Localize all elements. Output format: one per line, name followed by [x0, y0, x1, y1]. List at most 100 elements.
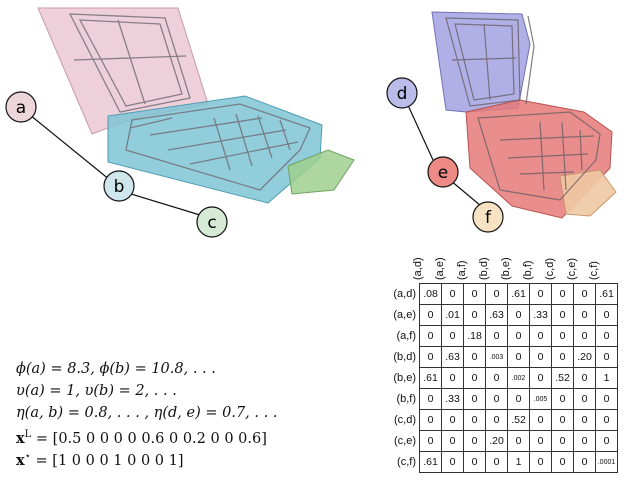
matrix-cell: 0	[485, 325, 508, 347]
equation-phi-text: ϕ(a) = 8.3, ϕ(b) = 10.8, . . .	[16, 361, 216, 377]
matrix-cell: 0	[463, 430, 486, 452]
node-d: d	[386, 77, 418, 109]
matrix-cell: 0	[595, 388, 618, 410]
row-header: (b,d)	[393, 351, 416, 363]
matrix-cell: 0	[595, 346, 618, 368]
matrix-cell: .003	[485, 346, 508, 368]
node-label-b: b	[114, 177, 125, 197]
equation-phi: ϕ(a) = 8.3, ϕ(b) = 10.8, . . .	[16, 358, 277, 380]
matrix-cell: .20	[485, 430, 508, 452]
matrix-cell: .61	[419, 451, 442, 473]
matrix-cell: 0	[507, 388, 530, 410]
matrix-cell: 0	[551, 325, 574, 347]
matrix-cell: 0	[463, 304, 486, 326]
matrix-cell: 0	[441, 430, 464, 452]
matrix-cell: 0	[463, 346, 486, 368]
matrix-cell: 0	[441, 451, 464, 473]
matrix-cell: 0	[573, 409, 596, 431]
matrix-cell: 0	[419, 346, 442, 368]
matrix-cell: .18	[463, 325, 486, 347]
matrix-cell: 0	[463, 388, 486, 410]
matrix-cell: 0	[573, 325, 596, 347]
matrix-cell: .33	[441, 388, 464, 410]
equation-xl-text: = [0.5 0 0 0 0 0.6 0 0.2 0 0 0.6]	[35, 430, 267, 447]
column-header: (c,f)	[588, 261, 600, 280]
matrix-cell: 0	[529, 409, 552, 431]
card-part-f	[559, 169, 617, 217]
node-label-d: d	[397, 84, 408, 104]
matrix-cell: .63	[441, 346, 464, 368]
row-header: (c,d)	[394, 414, 416, 426]
lid-part-d	[431, 11, 531, 113]
node-b: b	[103, 170, 135, 202]
matrix-cell: 0	[551, 304, 574, 326]
matrix-cell: 0	[551, 388, 574, 410]
matrix-cell: 0	[485, 283, 508, 305]
matrix-cell: 0	[463, 409, 486, 431]
matrix-cell: 0	[441, 367, 464, 389]
matrix-cell: 0	[573, 367, 596, 389]
equations: ϕ(a) = 8.3, ϕ(b) = 10.8, . . . υ(a) = 1,…	[16, 358, 277, 469]
matrix-cell: .0001	[595, 451, 618, 473]
matrix-cell: 0	[507, 430, 530, 452]
equation-eta: η(a, b) = 0.8, . . . , η(d, e) = 0.7, . …	[16, 402, 277, 424]
equation-xl: xL = [0.5 0 0 0 0 0.6 0 0.2 0 0 0.6]	[16, 424, 277, 447]
matrix-cell: 0	[595, 430, 618, 452]
matrix-cell: 0	[507, 325, 530, 347]
row-header: (a,f)	[396, 330, 416, 342]
row-header: (b,e)	[393, 372, 416, 384]
matrix-cell: 0	[419, 430, 442, 452]
matrix-cell: 0	[551, 346, 574, 368]
equation-xstar-text: = [1 0 0 0 1 0 0 0 1]	[35, 452, 184, 469]
card-part-c	[287, 149, 355, 195]
matrix-cell: 1	[507, 451, 530, 473]
node-label-a: a	[16, 98, 26, 118]
matrix-cell: 0	[529, 346, 552, 368]
matrix-cell: 0	[419, 388, 442, 410]
matrix-cell: .52	[551, 367, 574, 389]
row-header: (c,e)	[394, 435, 416, 447]
matrix-cell: 0	[573, 283, 596, 305]
matrix-cell: 0	[419, 409, 442, 431]
right-laptop	[431, 11, 617, 219]
matrix-cell: 0	[573, 430, 596, 452]
equation-eta-text: η(a, b) = 0.8, . . . , η(d, e) = 0.7, . …	[16, 405, 278, 421]
equation-xstar: x⋆ = [1 0 0 0 1 0 0 0 1]	[16, 446, 277, 469]
matrix-cell: 0	[529, 325, 552, 347]
matrix-cell: 0	[507, 304, 530, 326]
matrix-cell: .01	[441, 304, 464, 326]
matrix-cell: 0	[551, 451, 574, 473]
right-sketch-lines	[445, 15, 601, 201]
matrix-cell: 0	[485, 367, 508, 389]
matrix-cell: 0	[441, 325, 464, 347]
matrix-cell: .63	[485, 304, 508, 326]
left-sketch-lines	[68, 13, 311, 191]
row-header: (a,d)	[393, 288, 416, 300]
figure-illustration: a b c d e f	[5, 7, 617, 238]
node-e: e	[427, 156, 459, 188]
matrix-cell: 0	[441, 409, 464, 431]
matrix-cell: 1	[595, 367, 618, 389]
matrix-cell: 0	[507, 346, 530, 368]
matrix-cell: 0	[595, 304, 618, 326]
matrix-cell: 0	[551, 430, 574, 452]
matrix-cell: .002	[507, 367, 530, 389]
matrix-cell: .20	[573, 346, 596, 368]
superscript-l: L	[24, 429, 32, 440]
matrix-cell: 0	[463, 367, 486, 389]
node-label-f: f	[485, 208, 492, 228]
matrix-cell: .08	[419, 283, 442, 305]
matrix-cell: 0	[463, 283, 486, 305]
left-laptop	[37, 7, 355, 204]
row-header: (b,f)	[396, 393, 416, 405]
matrix-cell: .61	[419, 367, 442, 389]
vector-x-symbol: x	[16, 429, 25, 447]
